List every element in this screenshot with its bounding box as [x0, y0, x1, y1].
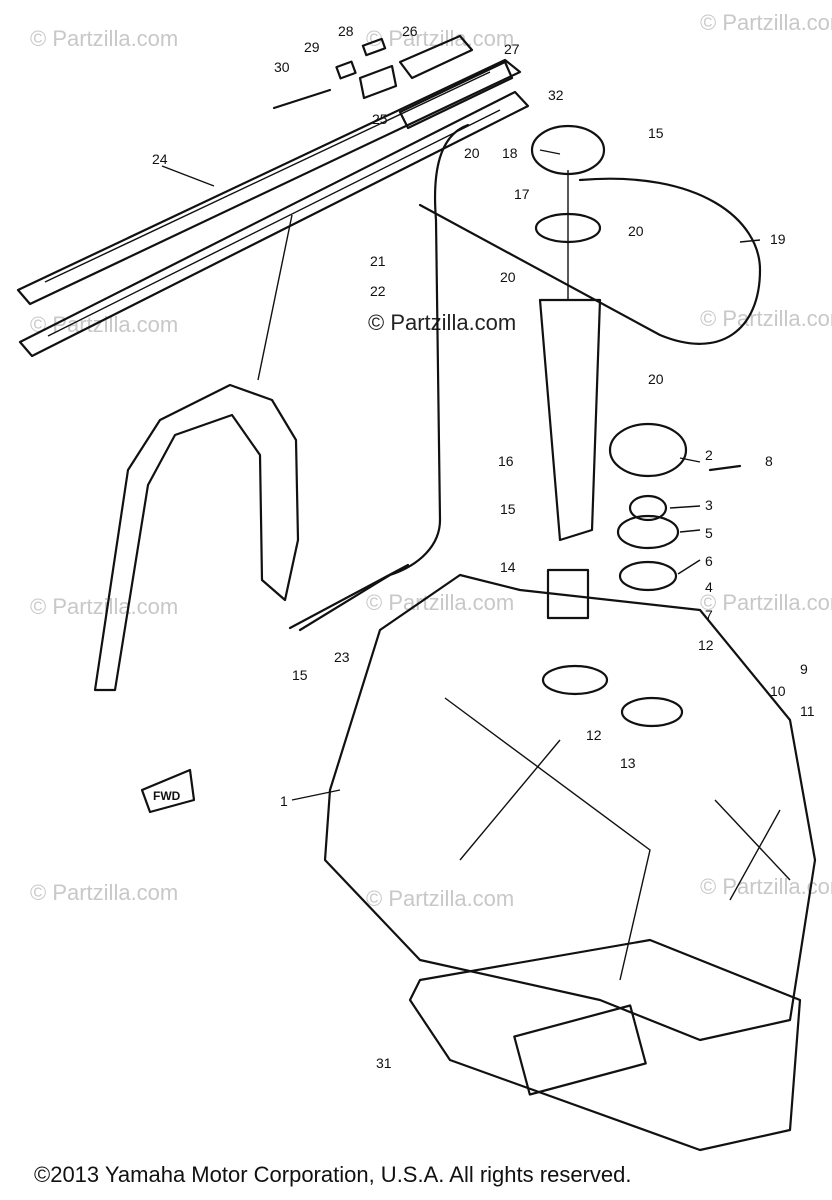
- callout-15: 15: [292, 667, 308, 683]
- callout-20: 20: [648, 371, 664, 387]
- callout-24: 24: [152, 151, 168, 167]
- callout-26: 26: [402, 23, 418, 39]
- watermark: © Partzilla.com: [30, 594, 178, 619]
- callout-10: 10: [770, 683, 786, 699]
- fuel-cock-assembly: [608, 422, 742, 592]
- watermark: © Partzilla.com: [30, 880, 178, 905]
- callout-20: 20: [464, 145, 480, 161]
- callout-13: 13: [620, 755, 636, 771]
- callout-2: 2: [705, 447, 713, 463]
- watermark: © Partzilla.com: [366, 886, 514, 911]
- callout-11: 11: [800, 703, 815, 719]
- filler-tube: [538, 298, 602, 542]
- callout-7: 7: [705, 607, 713, 623]
- callout-labels: 1 2 3 4 5 6 7 8 9 10 11 12 12 13 14 15 1…: [152, 23, 815, 1071]
- callout-29: 29: [304, 39, 320, 55]
- pointer-arrow: [257, 214, 293, 381]
- callout-28: 28: [338, 23, 354, 39]
- watermark: © Partzilla.com: [366, 26, 514, 51]
- watermark-layer: © Partzilla.com © Partzilla.com © Partzi…: [30, 10, 832, 911]
- watermark: © Partzilla.com: [30, 26, 178, 51]
- callout-17: 17: [514, 186, 530, 202]
- callout-8: 8: [765, 453, 773, 469]
- leader-lines: [161, 149, 761, 801]
- buckle-assembly: [272, 34, 474, 110]
- callout-14: 14: [500, 559, 516, 575]
- tank-bracket: [93, 383, 300, 692]
- callout-6: 6: [705, 553, 713, 569]
- fuel-hose: [298, 123, 470, 632]
- watermark: © Partzilla.com: [366, 590, 514, 615]
- callout-27: 27: [504, 41, 520, 57]
- copyright-notice: ©2013 Yamaha Motor Corporation, U.S.A. A…: [34, 1162, 632, 1187]
- watermark: © Partzilla.com: [700, 306, 832, 331]
- callout-16: 16: [498, 453, 514, 469]
- fuel-tank: [323, 573, 817, 1042]
- watermark: © Partzilla.com: [700, 10, 832, 35]
- callout-15: 15: [500, 501, 516, 517]
- callout-23: 23: [334, 649, 350, 665]
- fwd-arrow: FWD: [140, 768, 196, 814]
- callout-5: 5: [705, 525, 713, 541]
- callout-3: 3: [705, 497, 713, 513]
- callout-30: 30: [274, 59, 290, 75]
- callout-4: 4: [705, 579, 713, 595]
- callout-22: 22: [370, 283, 386, 299]
- callout-20: 20: [628, 223, 644, 239]
- callout-32: 32: [548, 87, 564, 103]
- callout-9: 9: [800, 661, 808, 677]
- callout-21: 21: [370, 253, 386, 269]
- strap-assembly: [16, 58, 530, 358]
- callout-20: 20: [500, 269, 516, 285]
- fwd-label: FWD: [153, 789, 181, 803]
- callout-19: 19: [770, 231, 786, 247]
- callout-25: 25: [372, 111, 388, 127]
- base-plate: [408, 938, 802, 1152]
- callout-12: 12: [698, 637, 714, 653]
- callout-31: 31: [376, 1055, 392, 1071]
- watermark: © Partzilla.com: [700, 590, 832, 615]
- callout-12: 12: [586, 727, 602, 743]
- callout-1: 1: [280, 793, 288, 809]
- callout-15: 15: [648, 125, 664, 141]
- callout-18: 18: [502, 145, 518, 161]
- vent-hose: [418, 177, 762, 345]
- center-watermark: © Partzilla.com: [368, 310, 516, 335]
